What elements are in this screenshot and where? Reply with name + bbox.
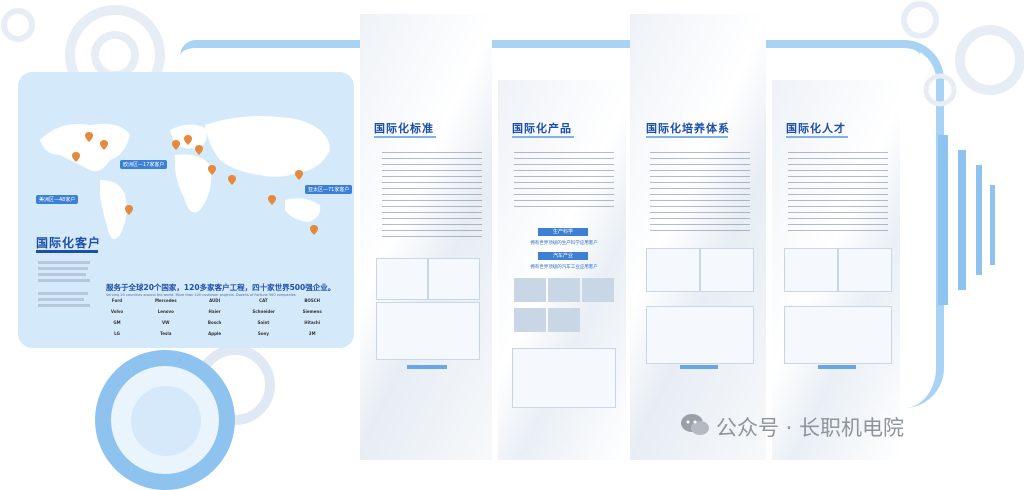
document-image xyxy=(646,306,754,364)
stripe-badge: 汽车产业 xyxy=(538,252,588,260)
serving-subtitle: Serving 20 countries around the world. M… xyxy=(106,293,296,297)
gear-icon xyxy=(955,25,1024,95)
panel-text xyxy=(788,152,888,232)
map-pin-icon xyxy=(295,170,303,180)
panel-title-underline xyxy=(374,136,436,138)
product-image xyxy=(514,278,546,302)
map-pin-icon xyxy=(228,175,236,185)
map-pin-icon xyxy=(208,165,216,175)
map-tag-americas: 美洲区—48家户 xyxy=(36,195,79,204)
panel-title: 国际化人才 xyxy=(786,122,846,135)
certificate-image xyxy=(376,258,428,300)
gear-icon xyxy=(923,73,957,107)
map-pin-icon xyxy=(125,205,133,215)
document-image xyxy=(784,306,892,364)
panel-text xyxy=(382,152,482,242)
serving-heading: 服务于全球20个国家，120多家客户工程，四十家世界500强企业。 xyxy=(106,283,336,292)
client-logo: Lenovo xyxy=(157,309,174,314)
decor-bar xyxy=(990,185,995,265)
client-logo: Siemens xyxy=(302,309,322,314)
map-pin-icon xyxy=(85,132,93,142)
stripe-link: 拥有世界顶级的生产科学应用客户 xyxy=(530,241,598,246)
client-logo: Hitachi xyxy=(304,320,321,325)
panel-3: 国际化培养体系 xyxy=(634,80,762,460)
panel-caption xyxy=(407,365,447,369)
map-pin-icon xyxy=(172,140,180,150)
stripe-badge: 生产科学 xyxy=(538,228,588,236)
panel-caption xyxy=(818,365,856,369)
panel-1: 国际化标准 xyxy=(362,80,490,460)
gear-icon xyxy=(901,1,939,39)
certificate-image xyxy=(646,248,700,292)
client-logo-grid: Ford Mercedes AUDI CAT BOSCH Volvo Lenov… xyxy=(106,298,346,343)
panel-3-outer xyxy=(630,14,766,460)
panel-title: 国际化培养体系 xyxy=(646,122,730,135)
map-pin-icon xyxy=(100,140,108,150)
client-logo: 3M xyxy=(308,331,316,336)
certificate-image xyxy=(428,258,480,300)
map-pin-icon xyxy=(195,145,203,155)
world-map xyxy=(40,116,330,239)
map-pin-icon xyxy=(72,152,80,162)
map-pin-icon xyxy=(268,195,276,205)
panel-text xyxy=(650,152,750,232)
product-image xyxy=(582,278,614,302)
map-tag-asia-pacific: 亚太区—71家客户 xyxy=(305,185,353,194)
client-logo: BOSCH xyxy=(304,298,320,303)
client-logo: Volvo xyxy=(110,309,124,314)
client-logo: Schneider xyxy=(252,309,275,314)
certificate-image xyxy=(838,248,892,292)
panel-title-underline xyxy=(646,136,728,138)
map-pin-icon xyxy=(184,135,192,145)
product-image xyxy=(514,308,546,332)
product-image xyxy=(548,278,580,302)
gear-icon xyxy=(1,8,35,42)
description-block xyxy=(38,258,93,343)
frame-top-curve xyxy=(180,40,920,56)
client-logo: AUDI xyxy=(209,298,221,303)
product-image xyxy=(548,308,580,332)
client-logo: Saint xyxy=(257,320,270,325)
client-logo: Mercedes xyxy=(154,298,177,303)
emblem-inner xyxy=(131,386,201,456)
client-logo: CAT xyxy=(259,298,268,303)
certificate-image xyxy=(700,248,754,292)
decor-bar xyxy=(958,150,966,290)
section-title-underline xyxy=(36,250,98,253)
map-tag-europe: 欧洲区—17家客户 xyxy=(120,160,168,169)
panel-title-underline xyxy=(786,136,848,138)
panel-caption xyxy=(680,365,718,369)
panel-4: 国际化人才 xyxy=(772,80,900,460)
decor-bar xyxy=(938,135,948,305)
document-image xyxy=(376,302,480,360)
panel-title-underline xyxy=(512,136,574,138)
client-logo: Sony xyxy=(257,331,269,336)
client-logo: LG xyxy=(114,331,120,336)
map-pin-icon xyxy=(310,225,318,235)
panel-title: 国际化产品 xyxy=(512,122,572,135)
client-logo: Bosch xyxy=(207,320,222,325)
section-title: 国际化客户 xyxy=(36,236,102,250)
certificate-image xyxy=(784,248,838,292)
client-logo: VW xyxy=(162,320,170,325)
client-logo: Tesla xyxy=(160,331,172,336)
client-logo: GM xyxy=(113,320,121,325)
client-logo: Ford xyxy=(111,298,123,303)
client-logo: Apple xyxy=(208,331,222,336)
watermark-text: 公众号 · 长职机电院 xyxy=(716,416,905,440)
panel-2: 国际化产品 生产科学 拥有世界顶级的生产科学应用客户 汽车产业 拥有世界顶级的汽… xyxy=(498,80,626,460)
wechat-icon xyxy=(681,414,709,435)
panel-text xyxy=(514,152,614,212)
stripe-link: 拥有世界顶级的汽车工业应用客户 xyxy=(530,265,598,270)
panel-title: 国际化标准 xyxy=(374,122,434,135)
client-logo: Haier xyxy=(208,309,221,314)
decor-bar xyxy=(976,165,982,275)
document-image xyxy=(512,348,616,408)
emblem-circle xyxy=(95,350,235,490)
